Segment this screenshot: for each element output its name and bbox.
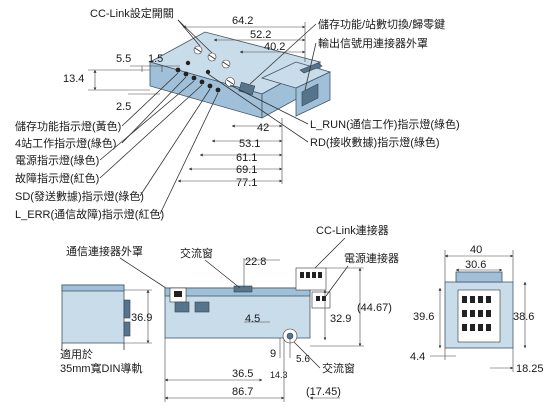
dim-44-67: (44.67) — [357, 302, 392, 314]
label-window-bottom: 交流窗 — [322, 361, 355, 375]
dim-30-6: 30.6 — [465, 259, 486, 271]
window-top-icon — [233, 285, 253, 293]
label-lrun-led: L_RUN(通信工作)指示燈(綠色) — [310, 117, 460, 131]
dim-5-6: 5.6 — [296, 354, 310, 365]
terminal-grid — [457, 289, 501, 343]
dim-4-5: 4.5 — [245, 313, 260, 325]
dim-38-6: 38.6 — [513, 311, 534, 323]
cc-link-connector-icon — [295, 267, 327, 291]
rotary-switch-icons — [193, 45, 235, 87]
label-din-line2: 35mm寬DIN導軌 — [60, 361, 143, 375]
side-body — [61, 284, 125, 344]
top-callouts-right: 儲存功能/站數切換/歸零鍵 輸出信號用連接器外罩 L_RUN(通信工作)指示燈(… — [207, 17, 460, 149]
led-array — [175, 60, 221, 93]
dim-52-2: 52.2 — [250, 29, 271, 41]
top-dimensions: 64.2 52.2 40.2 5.5 1.5 13.4 2.5 42 53.1 … — [63, 15, 306, 189]
dim-13-4: 13.4 — [63, 73, 84, 85]
dim-61-1: 61.1 — [236, 152, 257, 164]
label-power-connector: 電源連接器 — [344, 251, 399, 265]
side-view-left: 36.9 通信連接器外罩 適用於 35mm寬DIN導軌 — [60, 244, 173, 375]
dim-2-5: 2.5 — [116, 101, 131, 113]
dim-1-5: 1.5 — [148, 53, 163, 65]
dim-69-1: 69.1 — [236, 164, 257, 176]
output-connector-cover-icon — [301, 83, 319, 107]
label-station4-led: 4站工作指示燈(綠色) — [15, 136, 116, 150]
dim-18-25: 18.25 — [516, 363, 544, 375]
dim-5-5: 5.5 — [116, 53, 131, 65]
dim-40: 40 — [470, 244, 482, 256]
label-sd-led: SD(發送數據)指示燈(綠色) — [15, 189, 144, 203]
label-storage-led: 儲存功能指示燈(黃色) — [15, 119, 121, 133]
front-view: 22.8 交流窗 4.5 32.9 (44.67) 9 5.6 交流窗 36.5… — [164, 223, 399, 402]
label-din-line1: 適用於 — [60, 347, 93, 361]
label-rd-led: RD(接收數據)指示燈(綠色) — [310, 135, 440, 149]
dim-36-5: 36.5 — [232, 368, 253, 380]
label-cc-link-connector: CC-Link連接器 — [316, 223, 389, 237]
label-comm-connector-cover: 通信連接器外罩 — [66, 244, 143, 258]
dim-14-3: 14.3 — [270, 370, 288, 380]
end-view-right: 40 30.6 39.6 38.6 4.4 18.25 — [410, 244, 544, 375]
label-storage-switch: 儲存功能/站數切換/歸零鍵 — [318, 17, 445, 31]
dim-17-45: (17.45) — [306, 386, 341, 398]
label-window-top: 交流窗 — [180, 246, 213, 260]
top-callouts-left: CC-Link設定開關 儲存功能指示燈(黃色) 4站工作指示燈(綠色) 電源指示… — [15, 6, 219, 221]
dim-22-8: 22.8 — [245, 256, 266, 268]
label-output-connector-cover: 輸出信號用連接器外罩 — [318, 36, 428, 50]
dim-9: 9 — [270, 348, 276, 360]
dim-77-1: 77.1 — [236, 177, 257, 189]
dim-36-9: 36.9 — [131, 312, 152, 324]
dim-32-9: 32.9 — [330, 313, 351, 325]
dim-53-1: 53.1 — [239, 138, 260, 150]
dim-42: 42 — [257, 122, 269, 134]
dim-40-2: 40.2 — [264, 41, 285, 53]
dim-4-4: 4.4 — [410, 351, 425, 363]
label-cc-link-setting-switch: CC-Link設定開關 — [90, 6, 174, 20]
label-fault-led: 故障指示燈(紅色) — [15, 171, 99, 185]
dim-64-2: 64.2 — [232, 15, 253, 27]
label-power-led: 電源指示燈(綠色) — [15, 153, 99, 167]
dim-86-7: 86.7 — [232, 386, 253, 398]
dim-39-6: 39.6 — [413, 311, 434, 323]
top-iso-view — [148, 31, 332, 119]
label-lerr-led: L_ERR(通信故障)指示燈(紅色) — [15, 207, 164, 221]
